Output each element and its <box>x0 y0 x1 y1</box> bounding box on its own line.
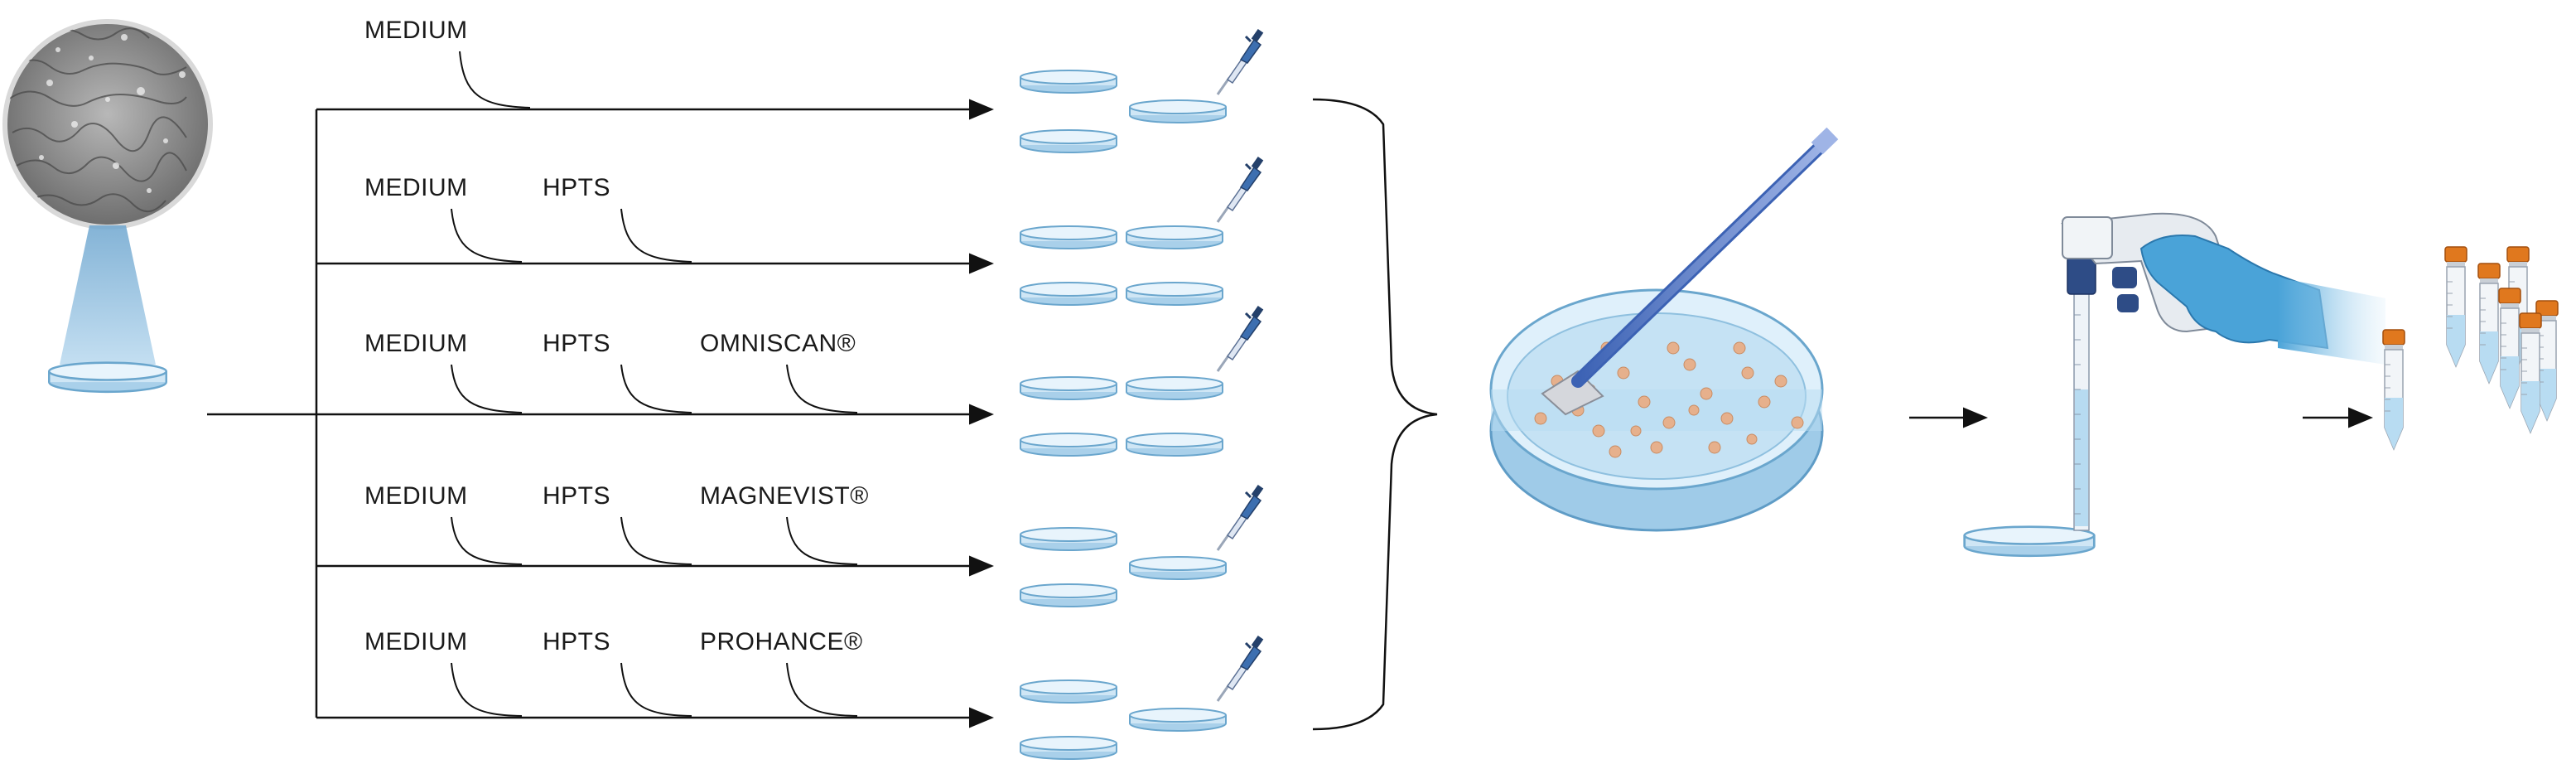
source-dish-icon <box>47 361 168 394</box>
centrifuge-tube-icon <box>2382 329 2405 450</box>
cell-scraper-icon <box>1571 127 1839 388</box>
pipette-controller-icon <box>1963 212 2385 558</box>
cell-culture-micrograph-icon <box>2 19 213 230</box>
row2-dishes <box>1020 155 1265 306</box>
row5-label-prohance: PROHANCE® <box>700 628 863 655</box>
row3-dishes <box>1020 304 1265 457</box>
row4-dishes <box>1020 483 1265 607</box>
row3-label-omniscan: OMNISCAN® <box>700 330 856 357</box>
row5-label-hpts: HPTS <box>543 628 611 655</box>
row1-dishes <box>1020 27 1265 153</box>
row3-label-medium: MEDIUM <box>364 330 468 357</box>
row4-label-medium: MEDIUM <box>364 482 468 510</box>
row4-label-magnevist: MAGNEVIST® <box>700 482 869 510</box>
row2-label-medium: MEDIUM <box>364 174 468 201</box>
row5-dishes <box>1020 634 1265 760</box>
row2-label-hpts: HPTS <box>543 174 611 201</box>
row4-label-hpts: HPTS <box>543 482 611 510</box>
row5-label-medium: MEDIUM <box>364 628 468 655</box>
scraping-dish-icon <box>1489 288 1824 532</box>
branch-lines <box>207 99 994 728</box>
row3-label-hpts: HPTS <box>543 330 611 357</box>
zoom-beam <box>60 225 156 365</box>
addition-curves <box>451 51 858 717</box>
centrifuge-tube-cluster-icon <box>2444 246 2559 433</box>
merge-bracket <box>1312 98 1438 731</box>
row1-label-medium: MEDIUM <box>364 17 468 44</box>
